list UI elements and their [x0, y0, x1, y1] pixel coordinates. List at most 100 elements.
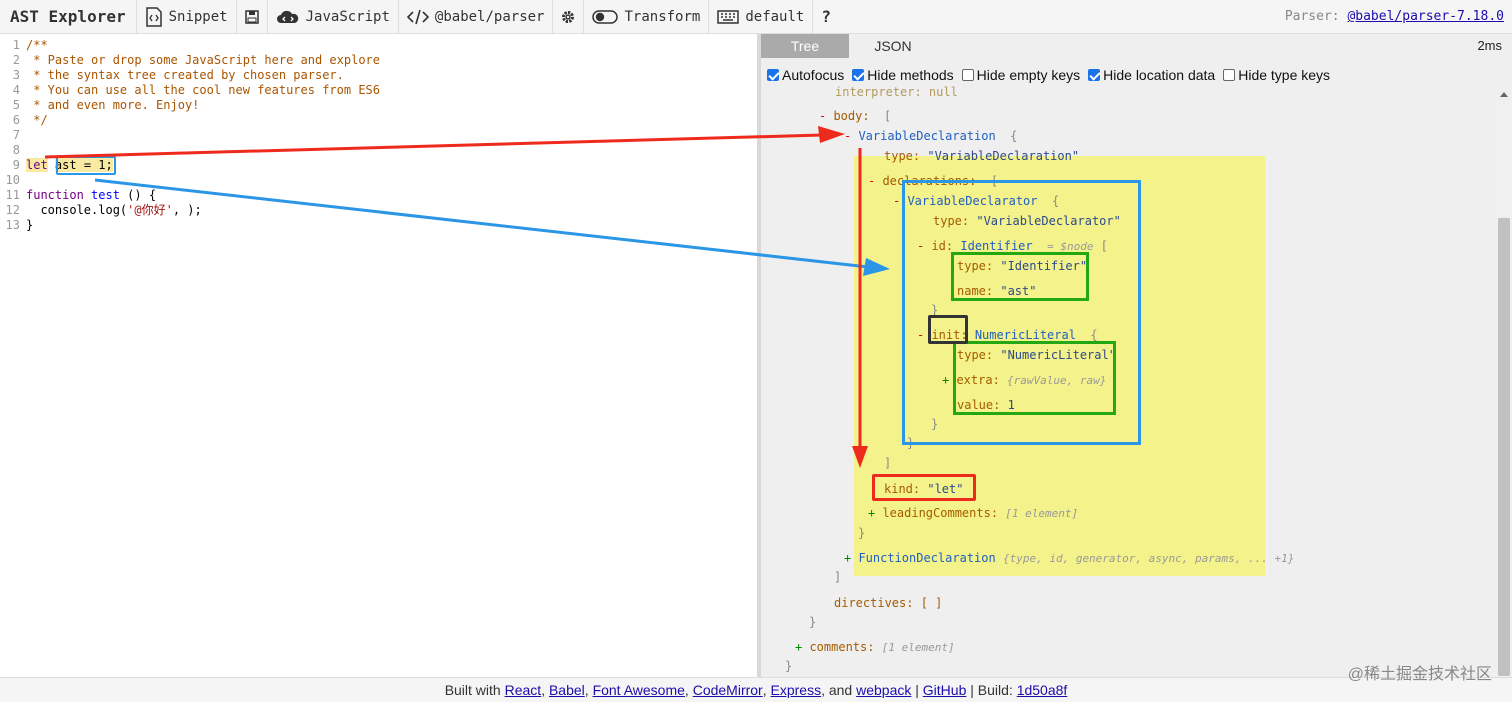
- footer: Built with React, Babel, Font Awesome, C…: [0, 677, 1512, 702]
- checkbox-unchecked[interactable]: [961, 69, 974, 81]
- snippet-menu[interactable]: Snippet: [137, 0, 237, 34]
- express-link[interactable]: Express: [770, 682, 822, 698]
- scroll-up-arrow[interactable]: [1500, 92, 1508, 97]
- tree-bracket: ]: [884, 456, 892, 470]
- option-autofocus[interactable]: Autofocus: [767, 67, 844, 83]
- language-label: JavaScript: [305, 8, 390, 25]
- keymap-menu[interactable]: default: [709, 0, 814, 34]
- code-editor[interactable]: 1/** 2 * Paste or drop some JavaScript h…: [0, 34, 757, 677]
- tree-name: name: "ast": [957, 284, 1037, 298]
- code-line: 8: [12, 143, 20, 157]
- tree-extra[interactable]: + extra: {rawValue, raw}: [942, 373, 1107, 387]
- init-key-box: [928, 315, 968, 344]
- tree-type: type: "NumericLiteral": [957, 348, 1116, 362]
- pane-divider[interactable]: [757, 34, 761, 677]
- tree-kind: kind: "let": [884, 482, 964, 496]
- parser-version-link[interactable]: @babel/parser-7.18.0: [1347, 9, 1504, 24]
- option-hide-empty-keys[interactable]: Hide empty keys: [961, 67, 1080, 83]
- highlighted-node: [854, 156, 1265, 576]
- parser-info-label: Parser:: [1284, 9, 1340, 24]
- tree-type: type: "Identifier": [957, 259, 1088, 273]
- checkbox-checked[interactable]: [767, 69, 779, 81]
- codemirror-link[interactable]: CodeMirror: [692, 682, 763, 698]
- ast-tree: interpreter: null - body: [ - VariableDe…: [761, 85, 1496, 677]
- babel-link[interactable]: Babel: [548, 682, 585, 698]
- app-title: AST Explorer: [0, 0, 137, 34]
- language-menu[interactable]: JavaScript: [268, 0, 399, 34]
- toolbar: AST Explorer Snippet JavaScript @babel/p…: [0, 0, 1512, 34]
- code-line: 3 * the syntax tree created by chosen pa…: [12, 68, 344, 82]
- build-hash-link[interactable]: 1d50a8f: [1016, 682, 1068, 698]
- transform-label: Transform: [624, 8, 701, 25]
- tree-directives: directives: [ ]: [834, 596, 943, 610]
- checkbox-checked[interactable]: [852, 69, 865, 81]
- option-hide-location-data[interactable]: Hide location data: [1088, 67, 1215, 83]
- tree-type: type: "VariableDeclaration": [884, 149, 1080, 163]
- react-link[interactable]: React: [504, 682, 542, 698]
- tree-interpreter: interpreter: null: [835, 85, 958, 99]
- parse-timing: 2ms: [1477, 38, 1502, 53]
- output-panel: Tree JSON 2ms Autofocus Hide methods Hid…: [761, 34, 1512, 677]
- code-line: 7: [12, 128, 20, 142]
- question-icon: ?: [821, 7, 831, 26]
- tree-comments[interactable]: + comments: [1 element]: [795, 640, 955, 654]
- github-link[interactable]: GitHub: [922, 682, 967, 698]
- checkbox-unchecked[interactable]: [1223, 69, 1236, 81]
- code-icon: [406, 9, 429, 25]
- tree-options: Autofocus Hide methods Hide empty keys H…: [767, 64, 1330, 86]
- checkbox-checked[interactable]: [1088, 69, 1101, 81]
- cloud-icon: [276, 9, 300, 25]
- tab-json[interactable]: JSON: [849, 34, 937, 58]
- code-line: 6 */: [12, 113, 48, 127]
- tree-bracket: ]: [834, 570, 842, 584]
- code-line: 12 console.log('@你好', );: [5, 203, 202, 217]
- kind-box: [872, 474, 976, 501]
- parser-settings-button[interactable]: [553, 0, 585, 34]
- selection-box: [56, 156, 116, 175]
- tree-leading-comments[interactable]: + leadingComments: [1 element]: [868, 506, 1079, 520]
- code-line: 1/**: [12, 38, 48, 52]
- parser-menu[interactable]: @babel/parser: [399, 0, 554, 34]
- tree-variable-declaration[interactable]: - VariableDeclaration {: [844, 129, 1018, 143]
- tree-bracket: }: [785, 659, 793, 673]
- tree-bracket: }: [931, 417, 939, 431]
- parser-info: Parser: @babel/parser-7.18.0: [1285, 9, 1512, 24]
- help-button[interactable]: ?: [813, 0, 839, 34]
- toggle-off-icon: [592, 9, 619, 25]
- tree-bracket: }: [858, 526, 866, 540]
- code-line: 4 * You can use all the cool new feature…: [12, 83, 381, 97]
- tree-scrollbar[interactable]: [1496, 88, 1512, 677]
- gear-icon: [561, 10, 575, 24]
- save-icon: [244, 9, 259, 24]
- tab-tree[interactable]: Tree: [761, 34, 849, 58]
- tree-variable-declarator[interactable]: - VariableDeclarator {: [893, 194, 1060, 208]
- tree-init[interactable]: - init: NumericLiteral {: [917, 328, 1098, 342]
- watermark: @稀土掘金技术社区: [1347, 666, 1492, 683]
- transform-toggle[interactable]: Transform: [584, 0, 710, 34]
- tree-value: value: 1: [957, 398, 1015, 412]
- output-tabs: Tree JSON: [761, 34, 1512, 58]
- code-line: 10: [5, 173, 20, 187]
- snippet-label: Snippet: [168, 8, 228, 25]
- option-hide-methods[interactable]: Hide methods: [852, 67, 954, 83]
- font-awesome-link[interactable]: Font Awesome: [592, 682, 685, 698]
- let-keyword: let: [26, 158, 48, 172]
- code-line: 2 * Paste or drop some JavaScript here a…: [12, 53, 381, 67]
- tree-bracket: }: [809, 615, 817, 629]
- selected-declarator: ast = 1;: [54, 158, 113, 172]
- identifier-box: [951, 252, 1089, 301]
- keyboard-icon: [717, 9, 740, 24]
- save-button[interactable]: [237, 0, 268, 34]
- declarator-box: [902, 180, 1141, 445]
- parser-label: @babel/parser: [434, 8, 545, 25]
- option-hide-type-keys[interactable]: Hide type keys: [1223, 67, 1330, 83]
- webpack-link[interactable]: webpack: [856, 682, 912, 698]
- tree-id[interactable]: - id: Identifier = $node [: [917, 239, 1108, 253]
- keymap-label: default: [745, 8, 805, 25]
- tree-body[interactable]: - body: [: [819, 109, 892, 123]
- scroll-thumb[interactable]: [1498, 218, 1510, 676]
- tree-function-declaration[interactable]: + FunctionDeclaration {type, id, generat…: [844, 551, 1295, 565]
- code-line: 5 * and even more. Enjoy!: [12, 98, 200, 112]
